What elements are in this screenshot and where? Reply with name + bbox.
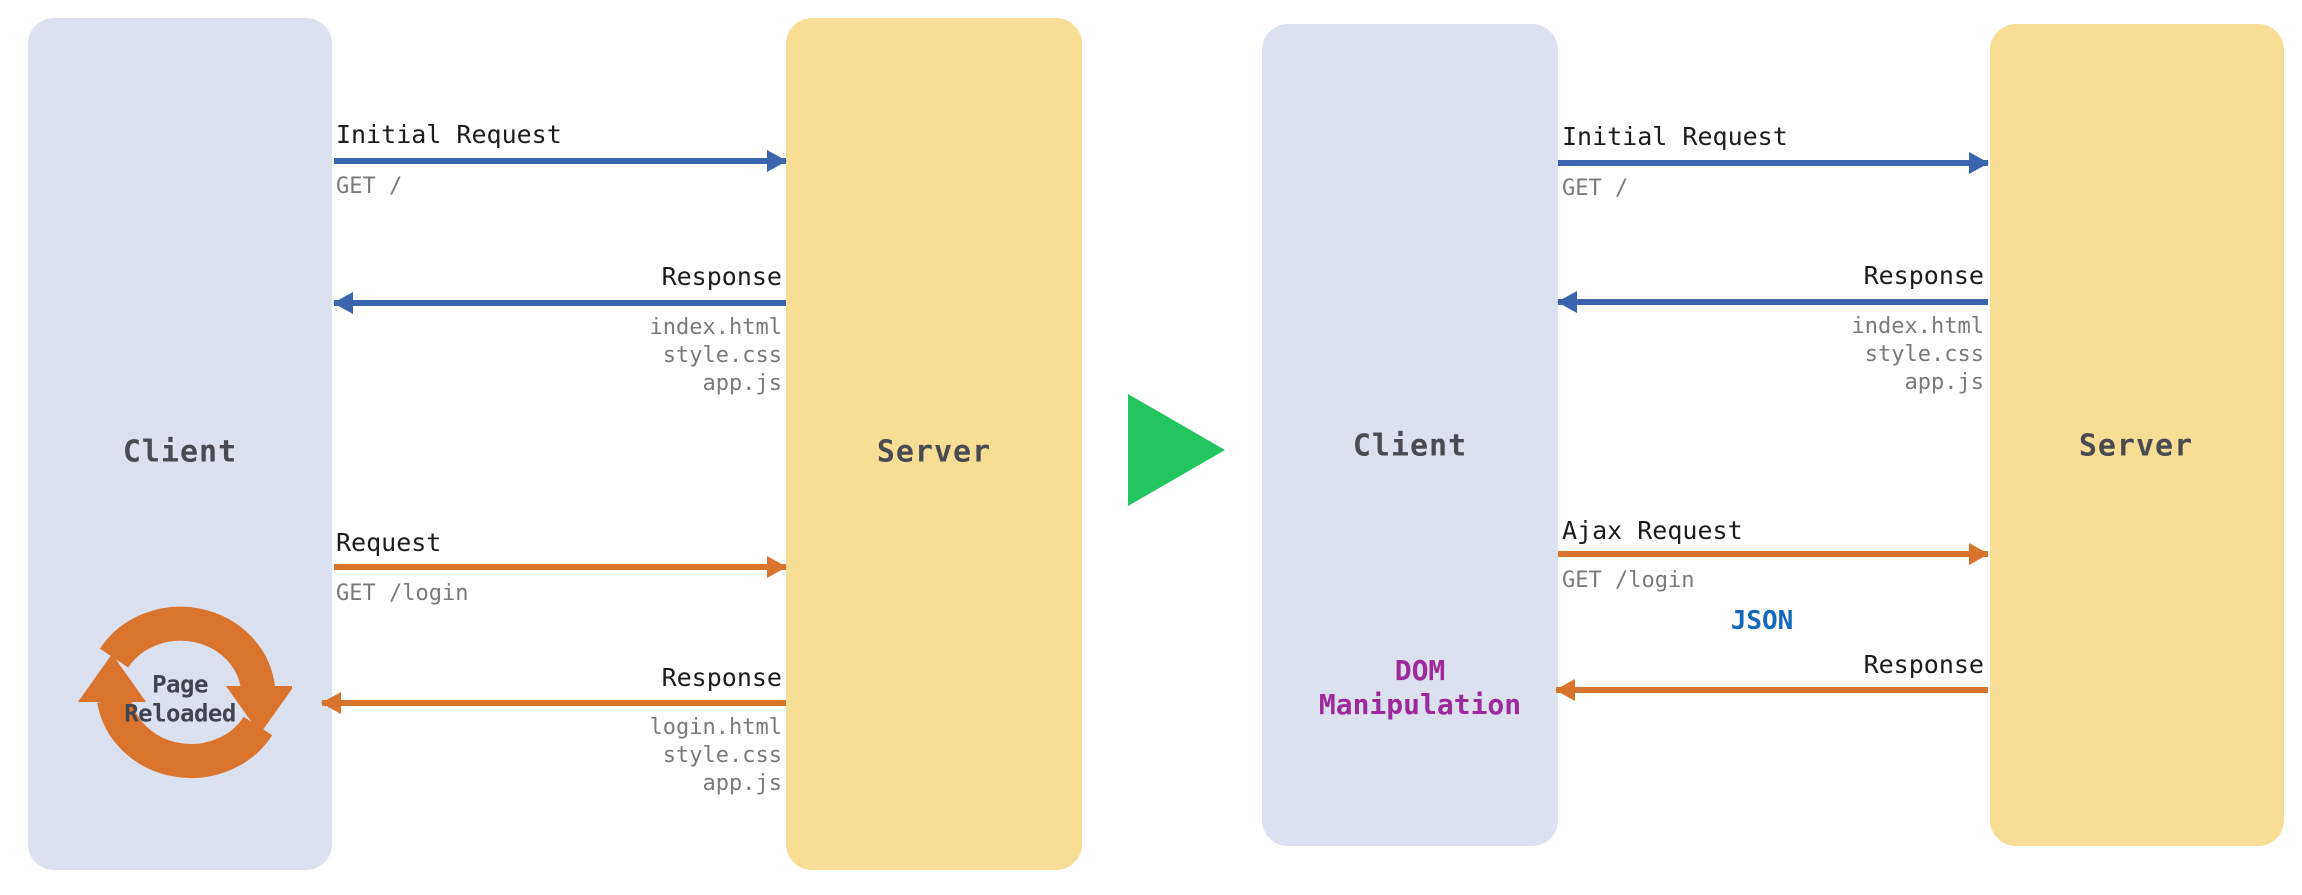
arrow-shaft bbox=[1556, 687, 1988, 693]
arrow-shaft bbox=[334, 564, 786, 570]
left-message-1-detail: GET / bbox=[336, 174, 403, 199]
left-server-label: Server bbox=[876, 434, 992, 470]
dom-manipulation-label: DOM Manipulation bbox=[1318, 653, 1522, 721]
left-message-2-title: Response bbox=[661, 262, 782, 291]
left-message-4-detail: login.html style.css app.js bbox=[649, 715, 782, 797]
left-message-1-title: Initial Request bbox=[336, 120, 562, 149]
left-server-box bbox=[786, 18, 1082, 870]
left-message-3-title: Request bbox=[336, 528, 442, 557]
left-client-label: Client bbox=[122, 434, 238, 470]
arrow-shaft bbox=[334, 158, 786, 164]
arrow-head-left-icon bbox=[333, 292, 353, 314]
arrow-shaft bbox=[334, 300, 786, 306]
right-client-box bbox=[1262, 24, 1558, 846]
right-message-2-title: Response bbox=[1863, 261, 1984, 290]
right-message-1-detail: GET / bbox=[1562, 176, 1629, 201]
arrow-head-right-icon bbox=[1969, 543, 1989, 565]
arrow-shaft bbox=[1558, 551, 1988, 557]
left-message-2-detail: index.html style.css app.js bbox=[649, 315, 782, 397]
left-message-3-detail: GET /login bbox=[336, 581, 469, 606]
right-message-1-title: Initial Request bbox=[1562, 122, 1788, 151]
right-server-label: Server bbox=[2078, 428, 2194, 464]
json-label: JSON bbox=[1730, 606, 1794, 637]
arrow-shaft bbox=[1558, 160, 1988, 166]
right-message-3-title: Ajax Request bbox=[1562, 516, 1743, 545]
arrow-shaft bbox=[1558, 299, 1988, 305]
arrow-head-left-icon bbox=[1557, 291, 1577, 313]
right-message-4-title: Response bbox=[1863, 650, 1984, 679]
right-server-box bbox=[1990, 24, 2284, 846]
page-reloaded-refresh-icon bbox=[62, 600, 294, 805]
arrow-head-left-icon bbox=[1555, 679, 1575, 701]
arrow-head-right-icon bbox=[1969, 152, 1989, 174]
transition-play-triangle-icon bbox=[1128, 394, 1225, 506]
page-reloaded-label: Page Reloaded bbox=[124, 670, 236, 728]
left-message-4-title: Response bbox=[661, 663, 782, 692]
right-message-3-detail: GET /login bbox=[1562, 568, 1695, 593]
left-client-box bbox=[28, 18, 332, 870]
arrow-head-right-icon bbox=[767, 556, 787, 578]
arrow-head-right-icon bbox=[767, 150, 787, 172]
arrow-head-left-icon bbox=[321, 692, 341, 714]
right-client-label: Client bbox=[1352, 428, 1468, 464]
arrow-shaft bbox=[322, 700, 786, 706]
right-message-2-detail: index.html style.css app.js bbox=[1851, 314, 1984, 396]
